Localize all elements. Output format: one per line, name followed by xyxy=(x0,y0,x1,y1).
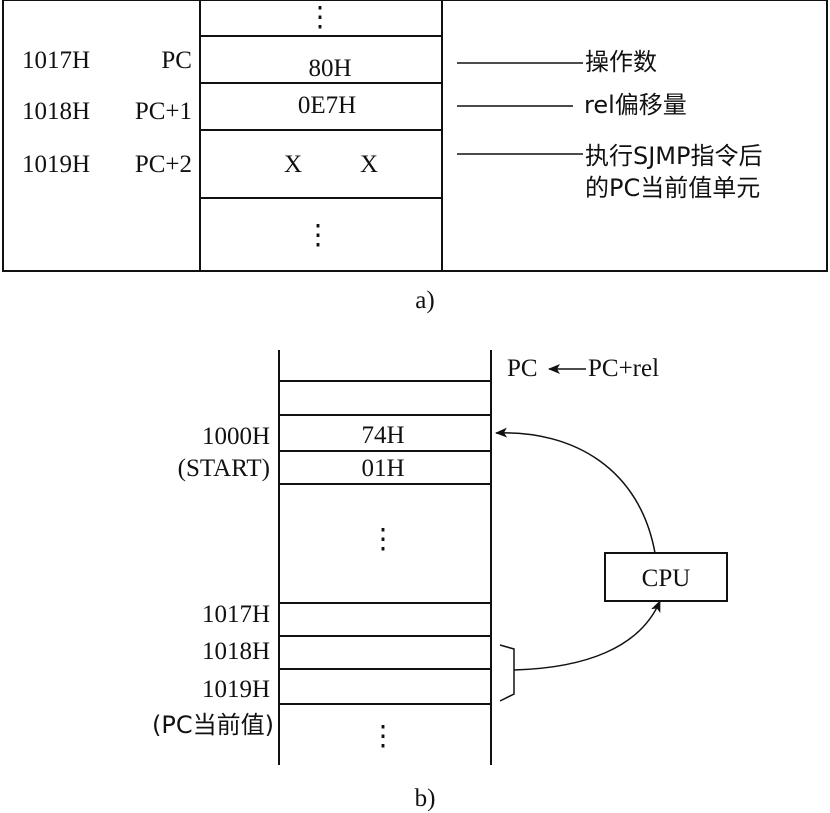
address-label: 1018H xyxy=(22,98,90,125)
memory-cell-content: 01H xyxy=(361,455,404,482)
memory-cell-content: 0E7H xyxy=(298,92,356,119)
caption-a: a) xyxy=(415,287,434,314)
annotation-pc-after-sjmp-line1: 执行SJMP指令后 xyxy=(585,142,763,170)
address-label: 1019H xyxy=(202,676,270,703)
ellipsis-cell: ⋮ xyxy=(369,524,397,555)
memory-column-b: 74H 01H ⋮ ⋮ 1000H (START) 1017H 1018H 10… xyxy=(152,350,492,765)
address-label: 1017H xyxy=(22,47,90,74)
address-label: 1018H xyxy=(202,638,270,665)
address-label: (PC当前值) xyxy=(152,711,274,739)
ellipsis-cell: ⋮ xyxy=(369,721,397,752)
pointer-label: PC+2 xyxy=(135,151,192,178)
cpu-block: CPU xyxy=(604,552,728,602)
ellipsis-cell: ⋮ xyxy=(306,2,334,33)
jump-arrow xyxy=(495,427,656,554)
memory-cell-content: 74H xyxy=(361,422,404,449)
ellipsis-cell: ⋮ xyxy=(304,220,332,251)
cpu-label: CPU xyxy=(642,565,691,592)
address-label: 1017H xyxy=(202,601,270,628)
caption-b: b) xyxy=(415,785,436,812)
address-label: 1000H xyxy=(202,423,270,450)
memory-cell-content: 80H xyxy=(308,55,351,82)
memory-cell-content: X xyxy=(360,151,378,178)
address-label: 1019H xyxy=(22,151,90,178)
pointer-label: PC xyxy=(161,47,192,74)
memory-table-a: ⋮ 1017H PC 80H 1018H PC+1 0E7H 1019H PC+… xyxy=(2,0,828,272)
table-a-frame xyxy=(2,0,828,272)
address-label: (START) xyxy=(178,455,270,482)
formula-expression: PC+rel xyxy=(588,355,659,382)
operand-bracket xyxy=(499,644,515,702)
annotation-rel-offset: rel偏移量 xyxy=(584,91,687,119)
cpu-box xyxy=(604,552,728,602)
formula-target: PC xyxy=(507,355,538,382)
pc-update-formula: PC PC+rel xyxy=(507,355,659,382)
annotation-pc-after-sjmp-line2: 的PC当前值单元 xyxy=(585,174,760,202)
memory-cell-content: X xyxy=(284,151,302,178)
pointer-label: PC+1 xyxy=(135,98,192,125)
annotation-operand: 操作数 xyxy=(585,48,657,76)
fetch-arrow xyxy=(513,600,661,671)
